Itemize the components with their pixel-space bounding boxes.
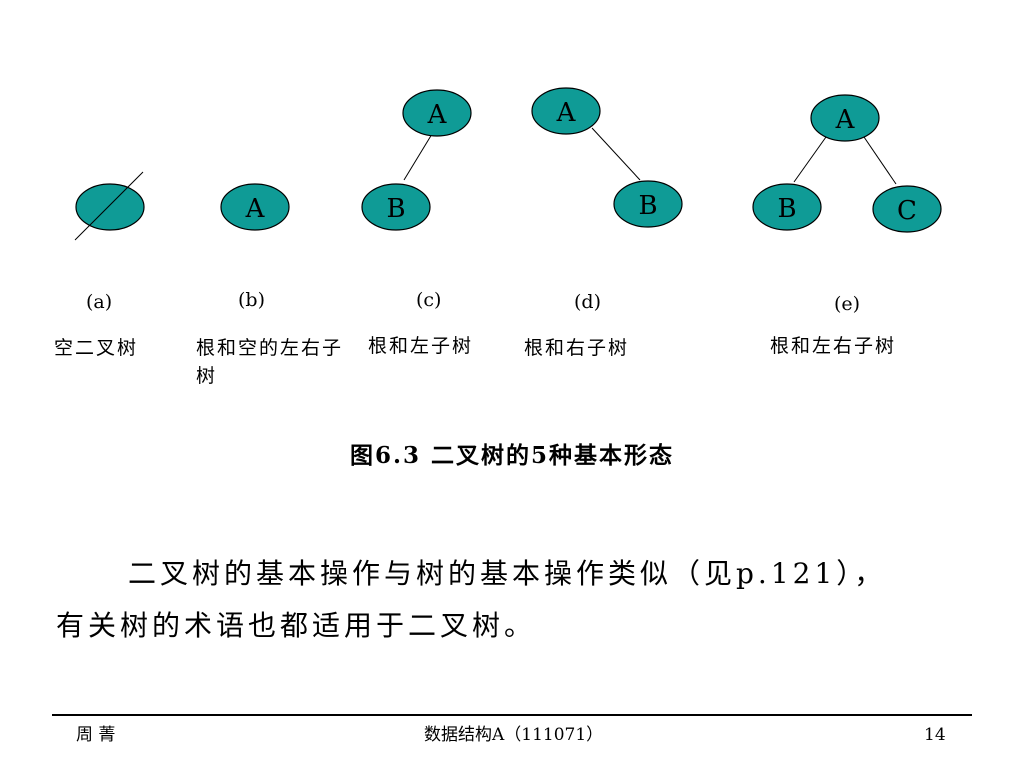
tree-e-root-node — [810, 94, 880, 142]
tree-c-left-node — [361, 183, 431, 231]
empty-tree-node — [75, 183, 145, 231]
panel-description-a: 空二叉树 — [54, 337, 139, 359]
footer-divider — [52, 714, 972, 716]
tree-e-left-node — [752, 183, 822, 231]
paragraph-line-2: 有关树的术语也都适用于二叉树。 — [56, 609, 537, 642]
tree-b-root-node — [220, 183, 290, 231]
panel-label-c: (c) — [416, 289, 442, 311]
body-paragraph: 二叉树的基本操作与树的基本操作类似（见p.121）， 有关树的术语也都适用于二叉… — [56, 548, 976, 652]
tree-e-right-node — [872, 185, 942, 233]
tree-c-left-label: B — [386, 194, 405, 224]
tree-b-root-label: A — [245, 194, 266, 224]
tree-c-root-label: A — [427, 100, 448, 130]
tree-d-root-label: A — [556, 98, 577, 128]
tree-d-right-node — [613, 180, 683, 228]
footer-author: 周 菁 — [76, 725, 116, 745]
tree-e-root-label: A — [835, 105, 856, 135]
binary-tree-forms-diagram: A A B A B A B C — [74, 87, 942, 241]
edge-c-root-left — [403, 133, 433, 181]
empty-tree-slash — [74, 171, 144, 241]
tree-d-right-label: B — [638, 191, 657, 221]
panel-description-e: 根和左右子树 — [770, 335, 897, 357]
panel-label-e: (e) — [834, 293, 861, 315]
panel-label-b: (b) — [238, 289, 265, 311]
tree-e-right-label: C — [897, 196, 917, 226]
footer-course: 数据结构A（111071） — [424, 725, 604, 745]
panel-description-b: 根和空的左右子树 — [196, 337, 344, 387]
tree-d-root-node — [531, 87, 601, 135]
figure-caption: 图6.3 二叉树的5种基本形态 — [349, 442, 675, 469]
paragraph-line-1: 二叉树的基本操作与树的基本操作类似（见p.121）， — [128, 557, 887, 590]
edge-e-root-right — [863, 136, 897, 185]
tree-e-left-label: B — [777, 194, 796, 224]
panel-label-d: (d) — [574, 291, 601, 313]
panel-description-d: 根和右子树 — [524, 337, 630, 359]
tree-c-root-node — [402, 89, 472, 137]
panel-label-a: (a) — [86, 291, 113, 313]
footer-page-number: 14 — [924, 725, 946, 745]
panel-description-c: 根和左子树 — [368, 335, 474, 357]
edge-d-root-right — [591, 127, 641, 181]
edge-e-root-left — [793, 136, 827, 183]
